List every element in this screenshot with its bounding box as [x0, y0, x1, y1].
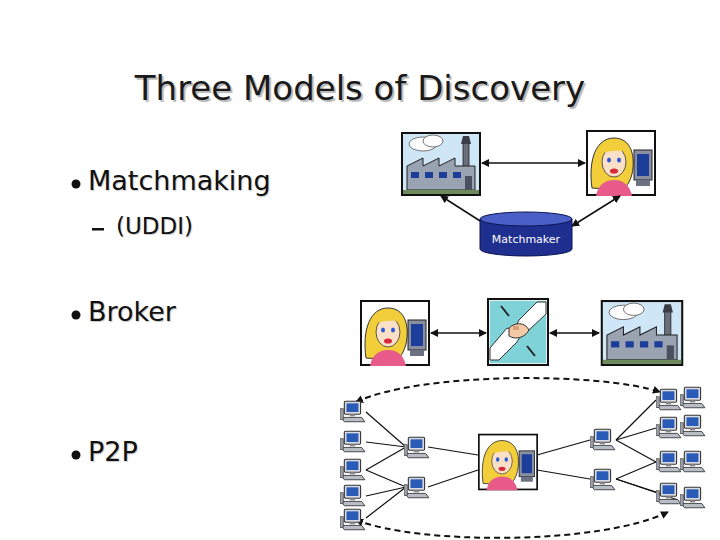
connector-line	[431, 332, 486, 334]
dashed-link	[356, 512, 668, 538]
dash	[92, 228, 104, 231]
connector-line	[550, 332, 599, 334]
dashed-link	[356, 378, 660, 402]
slide-title: Three Models of Discovery	[0, 68, 720, 108]
bullet-text: P2P	[88, 436, 138, 467]
bullet-text: Broker	[88, 296, 176, 327]
bullet	[72, 311, 81, 320]
node-label: Matchmaker	[492, 223, 560, 246]
bullet-text: Matchmaking	[88, 165, 271, 196]
peer-computers	[340, 387, 705, 530]
bullet-text: (UDDI)	[116, 213, 193, 239]
peer-links	[366, 400, 678, 518]
user-icon	[479, 435, 537, 491]
matchmaker-cylinder: Matchmaker	[479, 211, 573, 257]
connector-line	[482, 162, 585, 164]
bullet	[72, 451, 81, 460]
user-icon	[587, 131, 655, 196]
broker-icon	[488, 299, 548, 365]
factory-icon	[602, 301, 682, 365]
factory-icon	[402, 133, 480, 195]
bullet	[72, 180, 81, 189]
connector-line	[572, 196, 620, 226]
user-icon	[361, 301, 429, 366]
